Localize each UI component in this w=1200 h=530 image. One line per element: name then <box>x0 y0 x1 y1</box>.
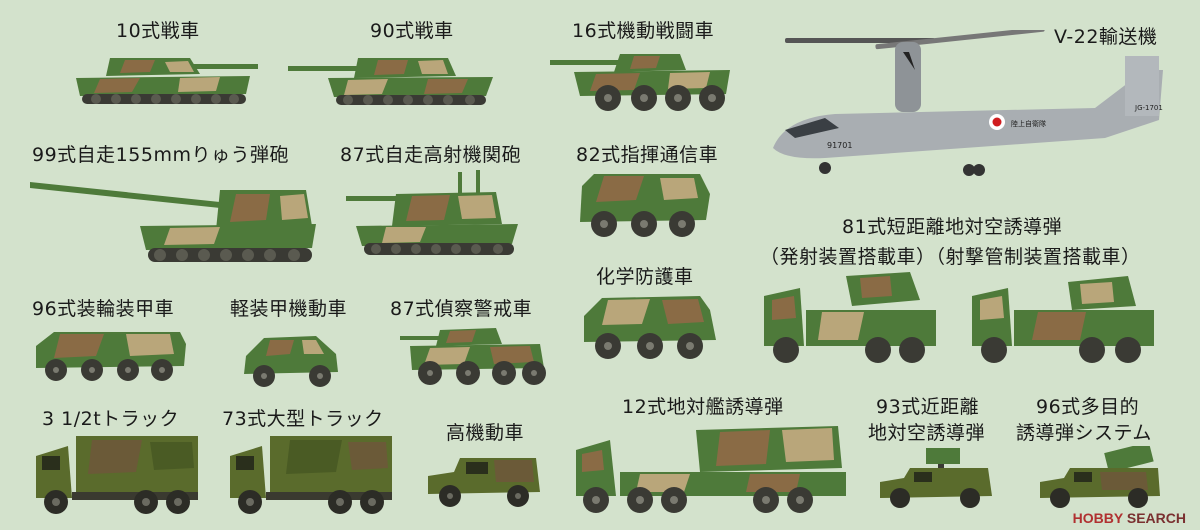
high-mobility-vehicle-illustration <box>424 452 544 512</box>
type96-apc-illustration <box>30 326 190 386</box>
label-type73-truck: 73式大型トラック <box>222 408 384 430</box>
label-nbc-vehicle: 化学防護車 <box>596 266 694 288</box>
label-type81-sam: 81式短距離地対空誘導弾 <box>842 216 1063 238</box>
label-type10-tank: 10式戦車 <box>116 20 200 42</box>
watermark-text: SEARCH <box>1126 510 1186 526</box>
type99-howitzer-illustration <box>30 176 320 272</box>
label-type99-howitzer: 99式自走155mmりゅう弾砲 <box>32 144 289 166</box>
v22-tail-code: JG-1701 <box>1134 104 1163 112</box>
3-5t-truck-illustration <box>32 432 202 516</box>
type87-spaag-illustration <box>346 166 526 266</box>
type82-cv-illustration <box>574 170 714 242</box>
type93-sam-illustration <box>876 446 996 510</box>
type96-mpmms-illustration <box>1036 446 1166 510</box>
label-type93-sam-line1: 93式近距離 <box>876 396 980 418</box>
v22-osprey-illustration: JG-1701 91701 陸上自衛隊 <box>765 30 1195 180</box>
label-type87-recon: 87式偵察警戒車 <box>390 298 533 320</box>
type10-tank-illustration <box>70 48 260 110</box>
v22-side-text: 陸上自衛隊 <box>1011 119 1046 128</box>
type73-truck-illustration <box>226 432 396 516</box>
type90-tank-illustration <box>288 50 498 110</box>
label-type12-ssm: 12式地対艦誘導弾 <box>622 396 784 418</box>
label-type96-mpmms-line1: 96式多目的 <box>1036 396 1140 418</box>
type16-mcv-illustration <box>550 50 740 116</box>
nbc-vehicle-illustration <box>578 290 722 364</box>
type12-ssm-illustration <box>570 420 850 516</box>
label-high-mobility-vehicle: 高機動車 <box>446 422 525 444</box>
type81-fcs-illustration <box>968 266 1158 366</box>
v22-serial: 91701 <box>827 141 852 150</box>
type87-recon-illustration <box>400 318 550 390</box>
watermark: HOBBY SEARCH <box>1073 510 1186 526</box>
label-v22-osprey: V-22輸送機 <box>1054 26 1158 48</box>
label-type93-sam-line2: 地対空誘導弾 <box>868 422 986 444</box>
label-3-5t-truck: 3 1/2tトラック <box>42 408 180 430</box>
label-light-armored-vehicle: 軽装甲機動車 <box>230 298 348 320</box>
light-armored-vehicle-illustration <box>240 330 344 390</box>
label-type82-cv: 82式指揮通信車 <box>576 144 719 166</box>
label-type96-apc: 96式装輪装甲車 <box>32 298 175 320</box>
label-type16-mcv: 16式機動戦闘車 <box>572 20 715 42</box>
type81-launcher-illustration <box>760 266 940 366</box>
label-type96-mpmms-line2: 誘導弾システム <box>1016 422 1152 444</box>
label-type87-spaag: 87式自走高射機関砲 <box>340 144 522 166</box>
label-type81-sam-sub: （発射装置搭載車）（射撃管制装置搭載車） <box>760 246 1141 268</box>
label-type90-tank: 90式戦車 <box>370 20 454 42</box>
watermark-brand: HOBBY <box>1072 510 1123 526</box>
